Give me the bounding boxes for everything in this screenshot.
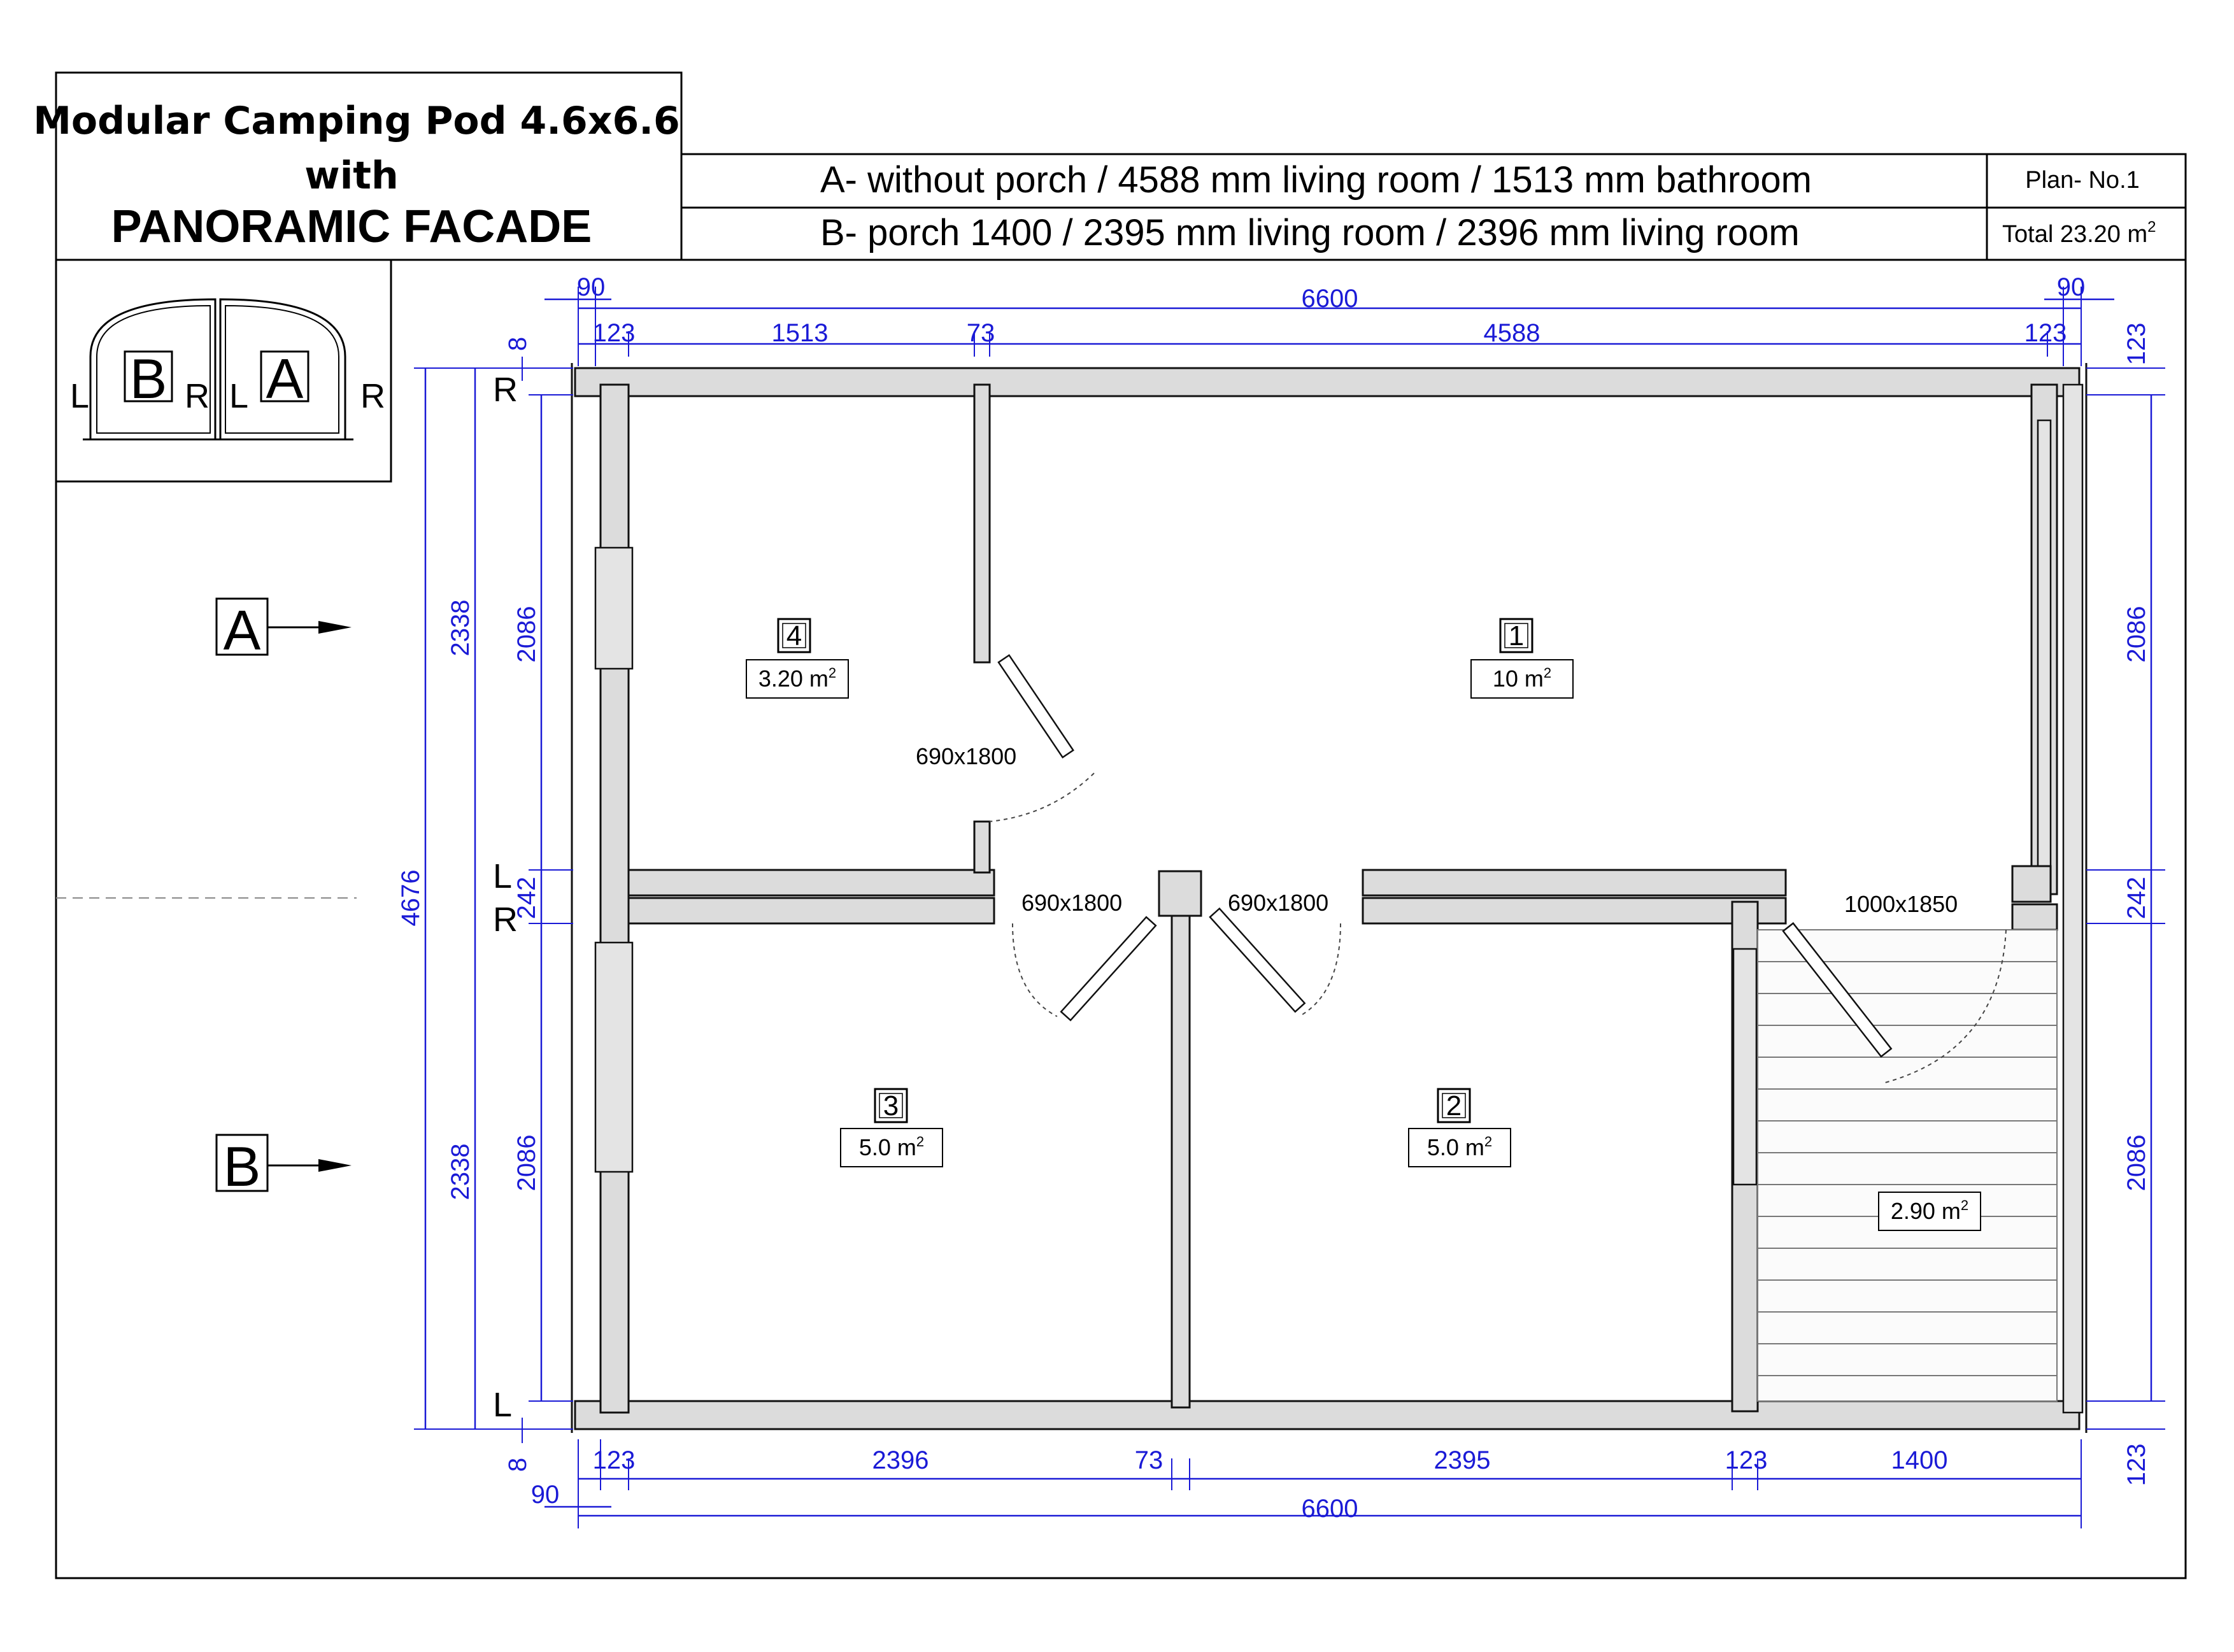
legend-box-a: [260, 350, 309, 402]
dim-bottom-2396: 2396: [872, 1446, 929, 1474]
dim-top-4588: 4588: [1484, 319, 1540, 347]
dim-top-total: 6600: [1302, 285, 1358, 313]
dim-right-2086-bottom: 2086: [2123, 1135, 2151, 1192]
header-row-b: B- porch 1400 / 2395 mm living room / 23…: [820, 212, 1800, 253]
dim-left-242: 242: [513, 877, 541, 920]
dim-top-90-right: 90: [2057, 273, 2086, 301]
legend-side-r-2: R: [360, 377, 385, 415]
total-area: Total 23.20 m2: [2002, 218, 2156, 248]
svg-text:10 m2: 10 m2: [1493, 665, 1551, 692]
dim-right-123-bottom: 123: [2123, 1444, 2151, 1486]
room-3: 3 5.0 m2: [840, 1088, 943, 1167]
dim-bottom-123-left: 123: [593, 1446, 636, 1474]
title-line-1: Modular Camping Pod 4.6x6.6: [33, 99, 680, 143]
dimension-lines: [414, 287, 2165, 1528]
dim-right-2086-top: 2086: [2123, 606, 2151, 663]
legend-module-b: B: [130, 347, 167, 410]
door-label-bathroom: 690x1800: [916, 743, 1016, 769]
svg-text:4: 4: [786, 620, 802, 652]
section-marker-a: A: [215, 597, 352, 662]
dim-left-2086-bottom: 2086: [513, 1135, 541, 1192]
svg-text:2.90 m2: 2.90 m2: [1891, 1197, 1968, 1224]
svg-text:A: A: [224, 599, 261, 662]
legend-box-b: [124, 350, 173, 402]
side-mark-r-top: R: [493, 371, 518, 409]
door-label-entrance: 1000x1850: [1844, 891, 1958, 917]
legend-side-l-1: L: [70, 377, 89, 415]
side-mark-r-mid: R: [493, 901, 518, 939]
legend-arch-icon: [83, 298, 353, 441]
dim-bottom-total: 6600: [1302, 1495, 1358, 1523]
dim-left-2086-top: 2086: [513, 606, 541, 663]
dim-left-total: 4676: [397, 870, 425, 927]
title-line-3: PANORAMIC FACADE: [111, 201, 592, 252]
legend-module-a: A: [266, 347, 304, 410]
svg-text:5.0 m2: 5.0 m2: [1427, 1134, 1492, 1160]
room-1: 1 10 m2: [1470, 618, 1574, 699]
dim-top-123-right: 123: [2024, 319, 2067, 347]
side-mark-l-bottom: L: [493, 1386, 512, 1424]
svg-text:5.0 m2: 5.0 m2: [859, 1134, 924, 1160]
dim-bottom-2395: 2395: [1434, 1446, 1491, 1474]
room-porch: 2.90 m2: [1878, 1192, 1981, 1231]
dim-bottom-1400: 1400: [1891, 1446, 1948, 1474]
door-label-room-2: 690x1800: [1228, 890, 1328, 916]
porch-deck: [1757, 929, 2058, 1402]
svg-text:2: 2: [1446, 1090, 1462, 1122]
dim-left-2338-top: 2338: [446, 600, 474, 657]
legend-side-r-1: R: [185, 377, 210, 415]
room-2: 2 5.0 m2: [1408, 1088, 1511, 1167]
dim-right-242: 242: [2123, 877, 2151, 920]
door-room-3: [1012, 916, 1157, 1022]
module-legend: [55, 259, 392, 483]
dim-top-90-left: 90: [577, 273, 606, 301]
dim-bottom-90: 90: [531, 1481, 560, 1509]
plan-walls: [571, 363, 2088, 1433]
svg-text:3: 3: [883, 1090, 899, 1122]
door-label-room-3: 690x1800: [1021, 890, 1122, 916]
title-line-2: with: [304, 153, 398, 198]
header-row-a: A- without porch / 4588 mm living room /…: [820, 159, 1812, 201]
dim-bottom-73: 73: [1135, 1446, 1163, 1474]
dim-top-1513: 1513: [772, 319, 829, 347]
svg-text:3.20 m2: 3.20 m2: [758, 665, 836, 692]
svg-text:1: 1: [1509, 620, 1524, 652]
legend-side-l-2: L: [229, 377, 248, 415]
plan-number: Plan- No.1: [2025, 167, 2140, 194]
dim-left-2338-bottom: 2338: [446, 1144, 474, 1200]
dim-top-123-left: 123: [593, 319, 636, 347]
dim-bottom-123-mid: 123: [1725, 1446, 1768, 1474]
side-mark-l-mid: L: [493, 857, 512, 895]
door-room-2: [1209, 907, 1341, 1017]
door-entrance: [1782, 922, 2007, 1083]
dim-right-123-top: 123: [2123, 323, 2151, 366]
room-4: 4 3.20 m2: [746, 618, 849, 699]
dim-left-8-top: 8: [504, 337, 532, 351]
dim-left-8-bottom: 8: [504, 1458, 532, 1472]
section-marker-b: B: [215, 1134, 352, 1198]
dim-top-73: 73: [967, 319, 995, 347]
door-bathroom: [989, 654, 1095, 822]
svg-text:B: B: [224, 1135, 261, 1198]
